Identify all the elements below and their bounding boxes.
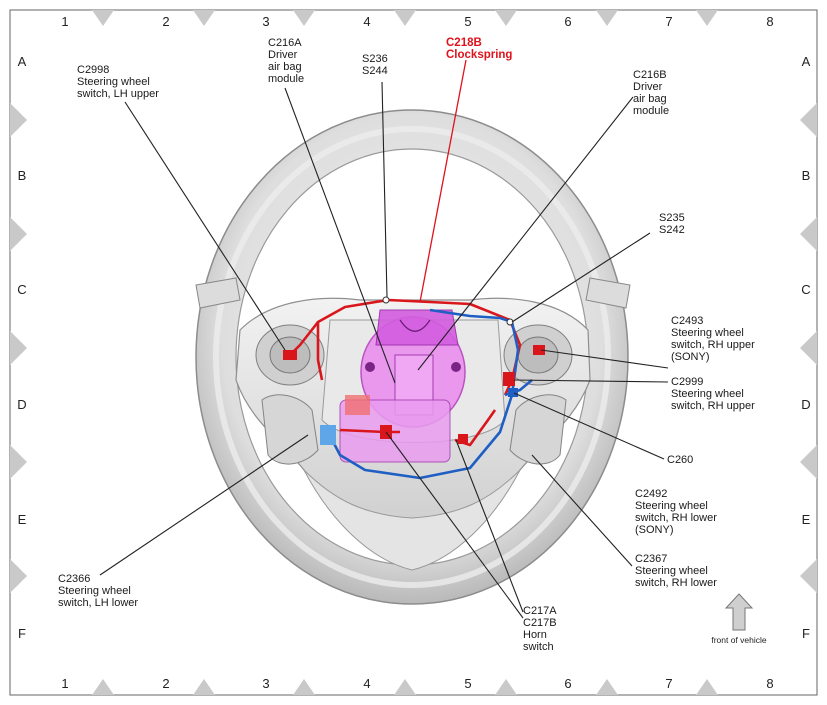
column-label-bottom: 2 — [162, 676, 169, 691]
column-labels-top: 1 2 3 4 5 6 7 8 — [61, 14, 773, 29]
clockspring-leader — [419, 59, 467, 303]
callout-line: (SONY) — [671, 351, 710, 363]
column-label-bottom: 6 — [564, 676, 571, 691]
callout-line: C216B — [633, 69, 667, 81]
row-label-left: B — [18, 168, 27, 183]
column-label-top: 5 — [464, 14, 471, 29]
callout-line: Steering wheel — [671, 327, 744, 339]
callout-line: C2999 — [671, 376, 703, 388]
column-label-top: 4 — [363, 14, 370, 29]
callout-line: C2492 — [635, 488, 667, 500]
frame-ticks — [10, 10, 817, 695]
callout-line: C2998 — [77, 64, 109, 76]
callout-line: Horn — [523, 629, 547, 641]
row-label-right: E — [802, 512, 811, 527]
callout-line: S244 — [362, 65, 388, 77]
callout-line: Steering wheel — [635, 565, 708, 577]
callout-line: Steering wheel — [671, 388, 744, 400]
connectors — [283, 296, 545, 445]
callout-line: S236 — [362, 53, 388, 65]
column-label-bottom: 1 — [61, 676, 68, 691]
row-labels-right: A B C D E F — [801, 54, 810, 641]
callout-line: switch, RH lower — [635, 577, 717, 589]
callout-line: module — [268, 73, 304, 85]
column-labels-bottom: 1 2 3 4 5 6 7 8 — [61, 676, 773, 691]
row-label-right: A — [802, 54, 811, 69]
row-label-left: F — [18, 626, 26, 641]
callout-line: switch, LH upper — [77, 88, 159, 100]
callout-line: C2367 — [635, 553, 667, 565]
column-label-bottom: 5 — [464, 676, 471, 691]
callout-line: Driver — [268, 49, 298, 61]
callout-line: S235 — [659, 212, 685, 224]
callout-line: Steering wheel — [77, 76, 150, 88]
callout-line: C217A — [523, 605, 557, 617]
column-label-bottom: 8 — [766, 676, 773, 691]
column-label-top: 7 — [665, 14, 672, 29]
column-label-top: 8 — [766, 14, 773, 29]
front-of-vehicle-label: front of vehicle — [711, 635, 767, 645]
column-label-top: 1 — [61, 14, 68, 29]
callout-line: air bag — [633, 93, 667, 105]
callout-line: switch, LH lower — [58, 597, 138, 609]
callout-line: S242 — [659, 224, 685, 236]
callout-c260: C260 — [667, 454, 693, 466]
row-label-left: E — [18, 512, 27, 527]
callout-line: Driver — [633, 81, 663, 93]
callout-line: switch, RH lower — [635, 512, 717, 524]
column-label-bottom: 3 — [262, 676, 269, 691]
callout-line: C216A — [268, 37, 302, 49]
column-label-top: 3 — [262, 14, 269, 29]
row-label-right: B — [802, 168, 811, 183]
callout-line: C2366 — [58, 573, 90, 585]
callout-line: Steering wheel — [58, 585, 131, 597]
callout-line: module — [633, 105, 669, 117]
row-label-right: F — [802, 626, 810, 641]
callout-line: switch, RH upper — [671, 400, 755, 412]
column-label-bottom: 7 — [665, 676, 672, 691]
front-of-vehicle-indicator: front of vehicle — [711, 593, 767, 645]
row-labels-left: A B C D E F — [17, 54, 26, 641]
leader-lines — [99, 81, 669, 619]
row-label-left: A — [18, 54, 27, 69]
callout-line: switch, RH upper — [671, 339, 755, 351]
column-label-bottom: 4 — [363, 676, 370, 691]
row-label-right: C — [801, 282, 810, 297]
column-label-top: 6 — [564, 14, 571, 29]
callout-line: (SONY) — [635, 524, 674, 536]
callout-line: C218B — [446, 37, 482, 49]
callout-line: Clockspring — [446, 49, 512, 61]
callout-line: C2493 — [671, 315, 703, 327]
up-arrow-icon — [724, 593, 754, 631]
callout-line: switch — [523, 641, 554, 653]
callout-line: air bag — [268, 61, 302, 73]
row-label-right: D — [801, 397, 810, 412]
row-label-left: D — [17, 397, 26, 412]
callout-line: Steering wheel — [635, 500, 708, 512]
callout-line: C217B — [523, 617, 557, 629]
callout-line: C260 — [667, 454, 693, 466]
row-label-left: C — [17, 282, 26, 297]
column-label-top: 2 — [162, 14, 169, 29]
